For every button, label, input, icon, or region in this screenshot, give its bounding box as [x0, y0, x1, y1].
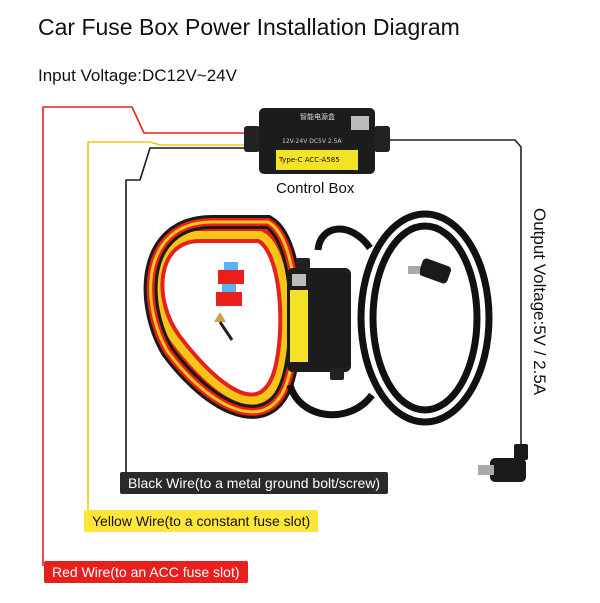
- box-text-line2: Type-C ACC-A585: [278, 156, 340, 164]
- guide-lines: [42, 106, 522, 566]
- output-voltage-label: Output Voltage:5V / 2.5A: [530, 208, 549, 396]
- output-usb-c-plug: [478, 444, 528, 482]
- control-box-top: 智能电源盒 12V-24V DC5V 2.5A Type-C ACC-A585: [244, 108, 390, 174]
- red-guide-line: [42, 106, 244, 566]
- black-wire-label: Black Wire(to a metal ground bolt/screw): [120, 472, 389, 494]
- red-yellow-wire-coil: [143, 215, 303, 419]
- yellow-guide-line: [87, 141, 244, 517]
- control-box-coil: [287, 258, 351, 380]
- output-guide-line: [390, 139, 522, 446]
- input-voltage-label: Input Voltage:DC12V~24V: [38, 66, 237, 85]
- black-cable-coil: [286, 210, 493, 426]
- box-text-line3: 12V-24V DC5V 2.5A: [282, 138, 342, 145]
- diagram-title: Car Fuse Box Power Installation Diagram: [38, 14, 460, 40]
- coil-usb-plug: [408, 258, 452, 284]
- black-guide-line: [125, 147, 244, 477]
- control-box-label: Control Box: [276, 180, 355, 197]
- yellow-wire-label: Yellow Wire(to a constant fuse slot): [84, 510, 319, 532]
- red-wire-label: Red Wire(to an ACC fuse slot): [44, 561, 248, 583]
- fuse-taps: [214, 262, 244, 341]
- box-text-line1: 智能电源盒: [300, 112, 335, 121]
